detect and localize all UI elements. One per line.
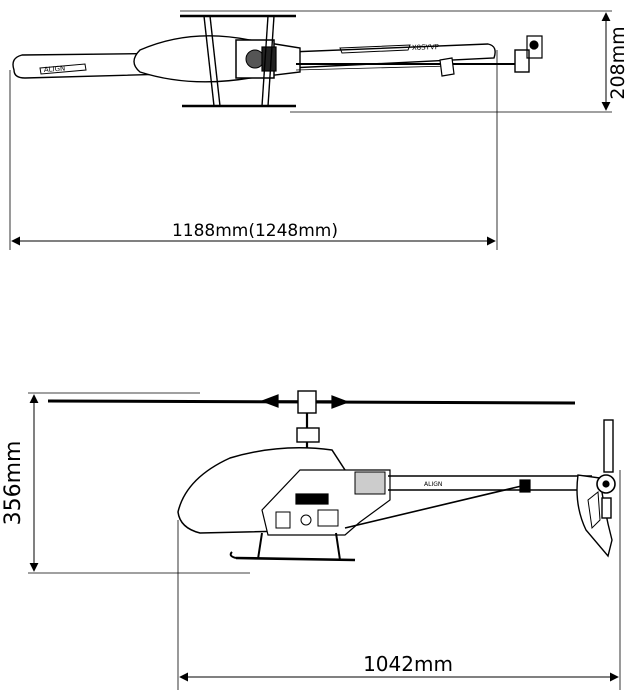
skid-strut-4 (267, 15, 275, 107)
length-dimension-label-top: 1188mm(1248mm) (172, 221, 338, 241)
receiver-box (275, 511, 291, 529)
swashplate (296, 427, 320, 443)
tail-brace-top (295, 65, 451, 71)
skid-side-tip (229, 551, 237, 559)
esc-unit (317, 509, 339, 527)
width-dimension-label: 208mm (607, 26, 629, 99)
boom-mark: ALIGN (424, 481, 442, 488)
tail-hub-top (529, 40, 539, 50)
blade-stripe-left (39, 63, 87, 75)
skid-strut-1 (203, 15, 215, 107)
skid-strut-front (257, 532, 263, 560)
height-dimension-label: 356mm (1, 441, 26, 526)
skid-side (235, 556, 356, 562)
blade-mark-right: X8SYVP (412, 43, 439, 52)
tail-rotor-center (602, 480, 610, 488)
rotor-head-side (297, 390, 317, 414)
tail-rotor-blade-upper (603, 419, 614, 473)
tail-rotor-top (514, 49, 530, 73)
fin-cutout (587, 491, 601, 530)
battery-pack (295, 493, 329, 505)
skid-strut-2 (209, 15, 221, 107)
blade-stripe-right (339, 44, 411, 54)
motor-block (354, 471, 386, 495)
rotor-hub-top (245, 49, 265, 69)
gear-indicator (300, 514, 312, 526)
tail-brace-clamp (519, 479, 531, 493)
tail-brace-side (344, 483, 531, 529)
tail-fin-top (439, 57, 455, 77)
tail-rotor-blade-lower (601, 497, 612, 519)
top-view (9, 10, 612, 250)
side-view (28, 390, 621, 690)
rotor-arrow-right (331, 395, 350, 409)
length-dimension-label-side: 1042mm (363, 652, 453, 676)
skid-strut-rear (335, 532, 341, 561)
tail-gear-top (526, 35, 543, 59)
skid-strut-3 (261, 15, 269, 107)
blade-mark-left: ALIGN (44, 65, 66, 74)
